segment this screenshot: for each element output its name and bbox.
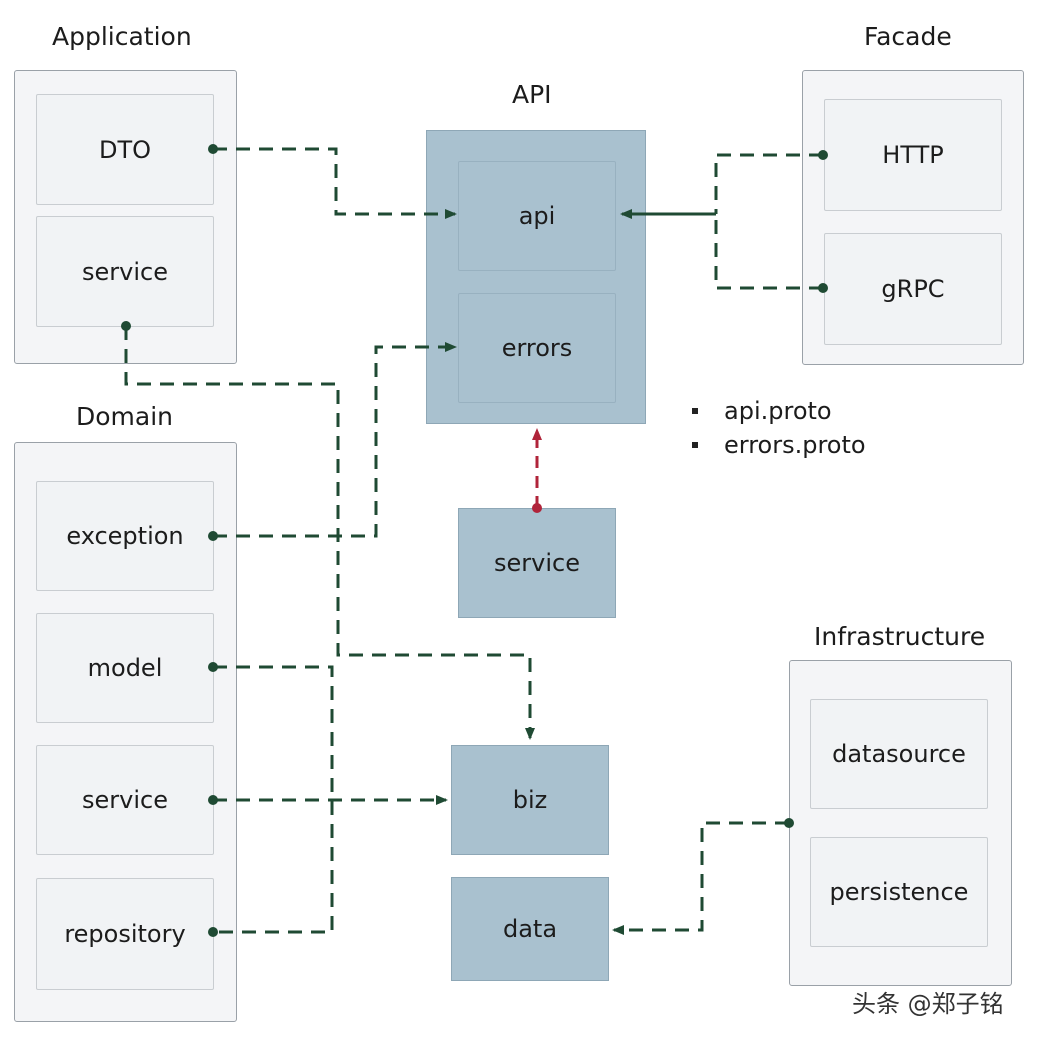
api-card[interactable]: api <box>458 161 616 271</box>
datasource-card[interactable]: datasource <box>810 699 988 809</box>
data-box[interactable]: data <box>451 877 609 981</box>
bullet-icon <box>692 442 698 448</box>
infrastructure-title: Infrastructure <box>814 622 986 651</box>
domain-title: Domain <box>76 402 174 431</box>
bullet-icon <box>692 408 698 414</box>
application-dto-card[interactable]: DTO <box>36 94 214 205</box>
facade-group: HTTP gRPC <box>802 70 1024 365</box>
persistence-card[interactable]: persistence <box>810 837 988 947</box>
application-service-card[interactable]: service <box>36 216 214 327</box>
domain-group: exception model service repository <box>14 442 237 1022</box>
grpc-card[interactable]: gRPC <box>824 233 1002 345</box>
exception-card[interactable]: exception <box>36 481 214 591</box>
proto-notes: api.proto errors.proto <box>692 394 866 462</box>
application-title: Application <box>52 22 192 51</box>
infrastructure-group: datasource persistence <box>789 660 1012 986</box>
api-group: api errors <box>426 130 646 424</box>
http-card[interactable]: HTTP <box>824 99 1002 211</box>
model-card[interactable]: model <box>36 613 214 723</box>
repository-card[interactable]: repository <box>36 878 214 990</box>
exception-to-errors-connector <box>213 342 457 538</box>
service-box[interactable]: service <box>458 508 616 618</box>
note-item: errors.proto <box>692 428 866 462</box>
dto-to-api-connector <box>213 147 457 219</box>
infrastructure-to-data-connector <box>612 821 789 935</box>
biz-box[interactable]: biz <box>451 745 609 855</box>
note-item: api.proto <box>692 394 866 428</box>
watermark-text: 头条 @郑子铭 <box>852 990 1004 1018</box>
api-title: API <box>512 80 552 109</box>
errors-card[interactable]: errors <box>458 293 616 403</box>
facade-title: Facade <box>864 22 952 51</box>
application-group: DTO service <box>14 70 237 364</box>
domain-service-card[interactable]: service <box>36 745 214 855</box>
